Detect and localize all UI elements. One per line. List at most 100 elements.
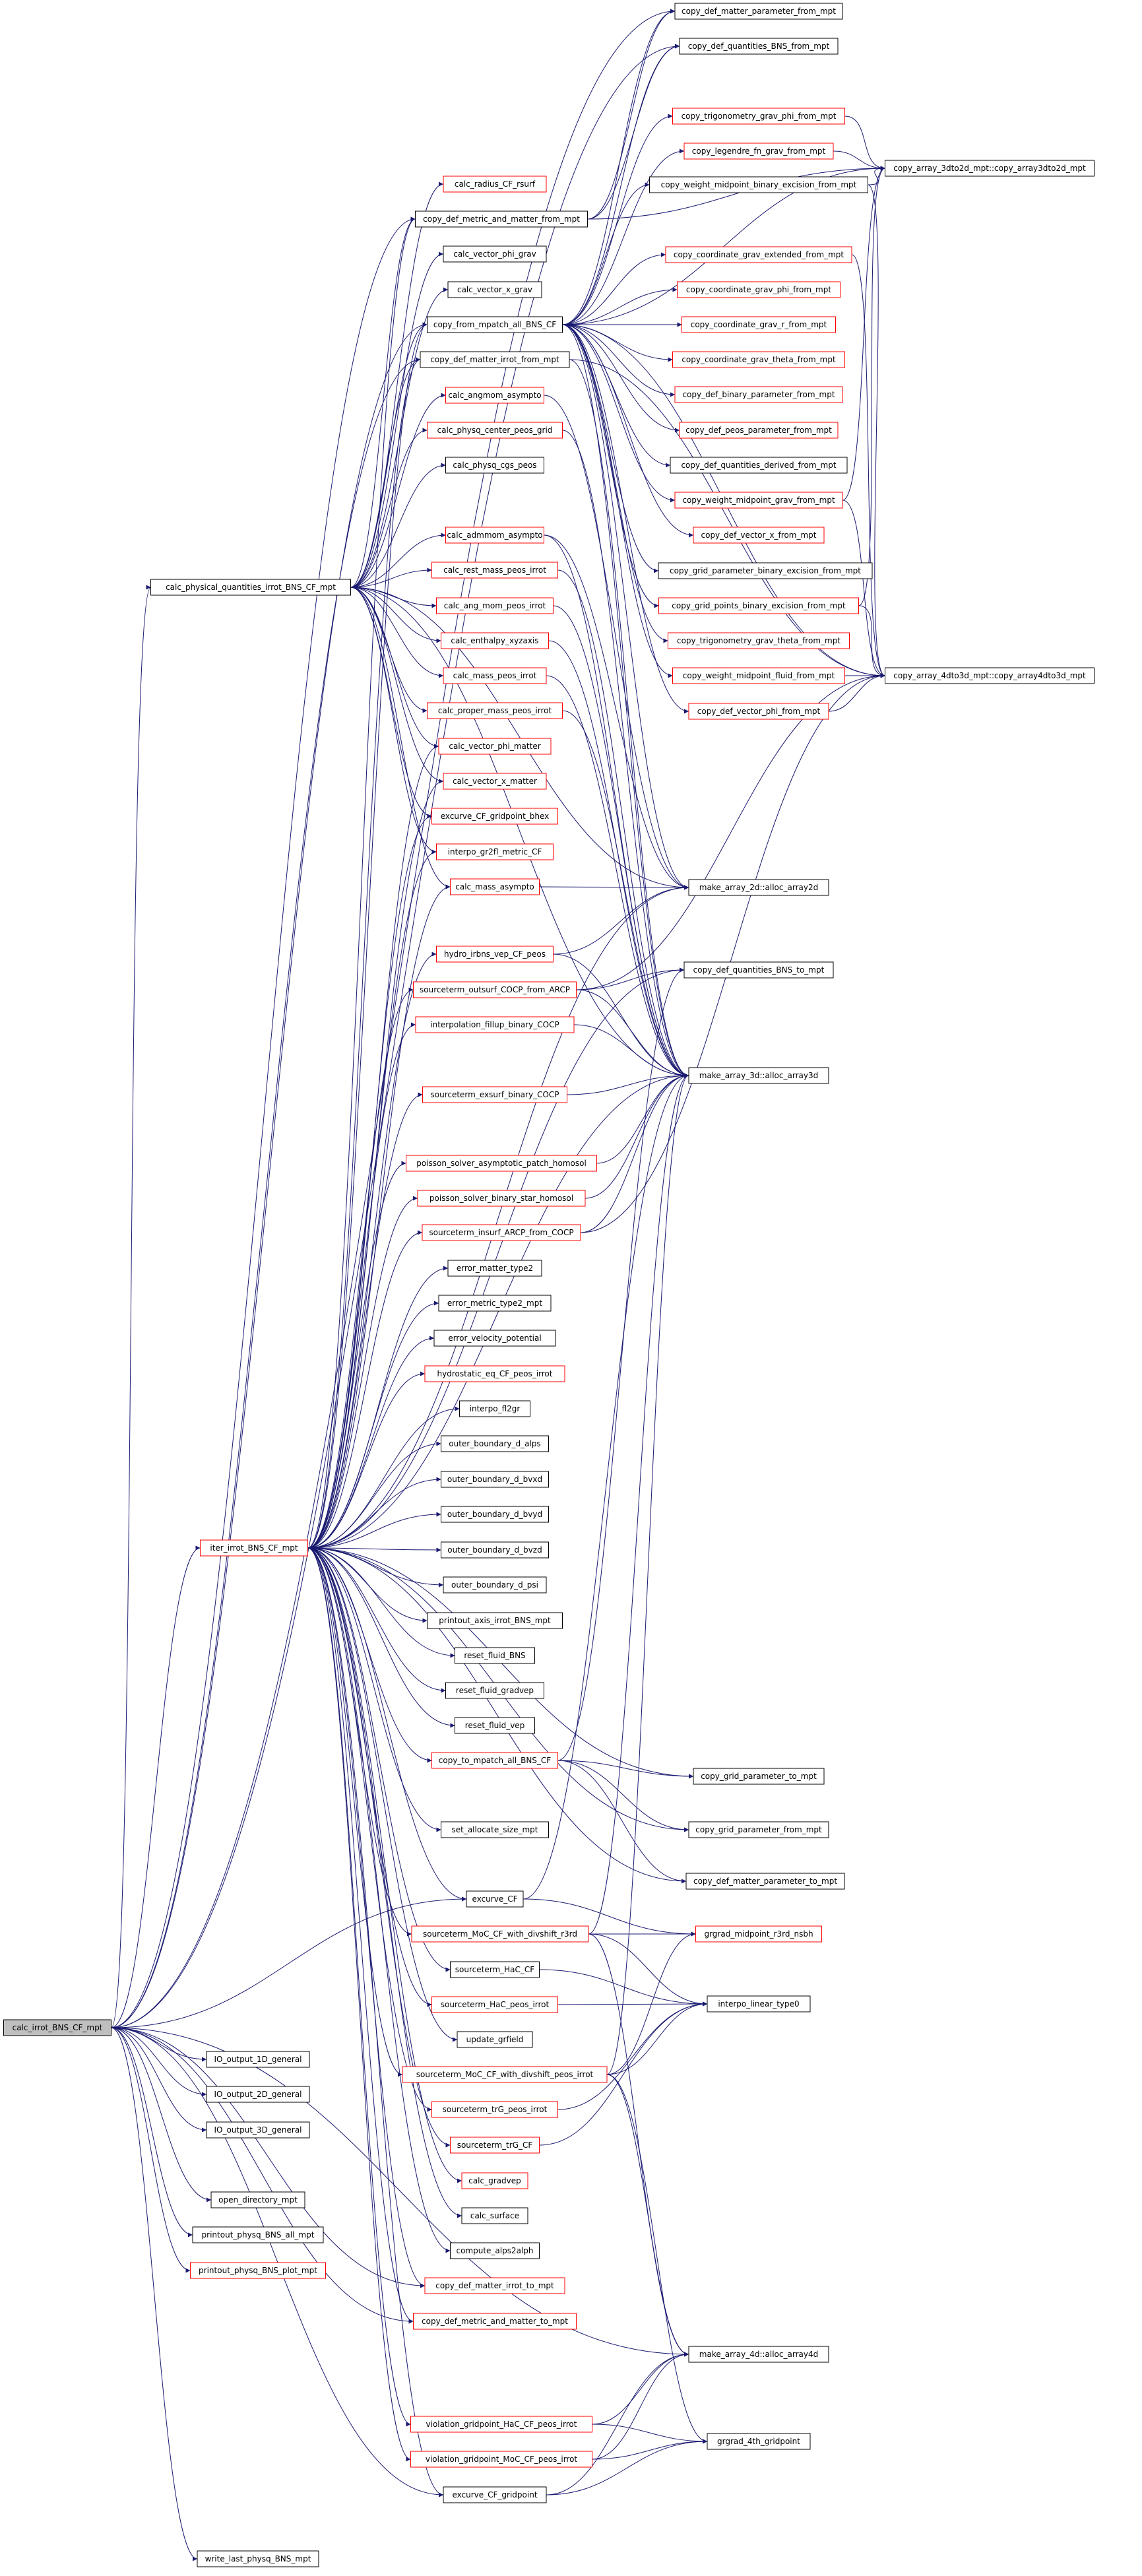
node-box-adm[interactable]: [445, 527, 544, 544]
node-io3d[interactable]: IO_output_3D_general: [206, 2121, 310, 2139]
node-exsurf[interactable]: sourceterm_exsurf_binary_COCP: [422, 1086, 567, 1103]
node-radius[interactable]: calc_radius_CF_rsurf: [443, 176, 547, 193]
node-angmomp[interactable]: calc_ang_mom_peos_irrot: [436, 597, 554, 614]
node-ma2d[interactable]: make_array_2d::alloc_array2d: [688, 879, 829, 896]
node-box-cdefmet[interactable]: [415, 210, 588, 228]
node-box-emet2[interactable]: [438, 1295, 552, 1312]
node-box-cgpto[interactable]: [693, 1768, 825, 1785]
node-trgpeos[interactable]: sourceterm_trG_peos_irrot: [431, 2101, 558, 2118]
node-mass[interactable]: calc_mass_peos_irrot: [443, 667, 547, 684]
node-box-cdmirrto[interactable]: [424, 2277, 565, 2294]
node-box-hydro[interactable]: [436, 946, 554, 963]
node-box-angmomp[interactable]: [436, 597, 554, 614]
node-hydro[interactable]: hydro_irbns_vep_CF_peos: [436, 946, 554, 963]
node-box-cfmp[interactable]: [427, 316, 563, 333]
node-box-insurf[interactable]: [422, 1224, 581, 1241]
node-exbhex[interactable]: excurve_CF_gridpoint_bhex: [431, 808, 558, 825]
node-box-ctrigth[interactable]: [668, 632, 850, 649]
node-box-cdpeos[interactable]: [679, 422, 839, 439]
node-outsurf[interactable]: sourceterm_outsurf_COCP_from_ARCP: [413, 981, 577, 998]
node-obbvzd[interactable]: outer_boundary_d_bvzd: [441, 1541, 549, 1559]
node-box-obbvzd[interactable]: [441, 1541, 549, 1559]
node-box-angmom[interactable]: [445, 387, 544, 404]
node-paxis[interactable]: printout_axis_irrot_BNS_mpt: [427, 1612, 563, 1629]
node-box-io1d[interactable]: [206, 2051, 310, 2068]
node-box-violmoc[interactable]: [410, 2451, 592, 2468]
node-pplot[interactable]: printout_physq_BNS_plot_mpt: [190, 2262, 326, 2279]
node-poisasym[interactable]: poisson_solver_asymptotic_patch_homosol: [406, 1155, 597, 1172]
node-obpsi[interactable]: outer_boundary_d_psi: [443, 1576, 547, 1594]
node-box-cdvphi[interactable]: [688, 703, 829, 720]
node-box-emt2[interactable]: [447, 1260, 542, 1277]
node-box-io3d[interactable]: [206, 2121, 310, 2139]
node-angmom[interactable]: calc_angmom_asympto: [445, 387, 544, 404]
node-box-poisasym[interactable]: [406, 1155, 597, 1172]
node-ma4d[interactable]: make_array_4d::alloc_array4d: [688, 2346, 829, 2363]
node-grg4th[interactable]: grgrad_4th_gridpoint: [707, 2433, 811, 2450]
node-grgmid[interactable]: grgrad_midpoint_r3rd_nsbh: [695, 1925, 822, 1943]
node-gr2fl[interactable]: interpo_gr2fl_metric_CF: [436, 843, 554, 860]
node-insurf[interactable]: sourceterm_insurf_ARCP_from_COCP: [422, 1224, 581, 1241]
node-trgcf[interactable]: sourceterm_trG_CF: [450, 2137, 540, 2154]
node-updgr[interactable]: update_grfield: [457, 2031, 533, 2048]
node-ctrigth[interactable]: copy_trigonometry_grav_theta_from_mpt: [668, 632, 850, 649]
node-vphig[interactable]: calc_vector_phi_grav: [443, 245, 547, 263]
node-cdmirrto[interactable]: copy_def_matter_irrot_to_mpt: [424, 2277, 565, 2294]
node-cdmpto[interactable]: copy_def_matter_parameter_to_mpt: [685, 1873, 845, 1890]
node-cdvx[interactable]: copy_def_vector_x_from_mpt: [693, 527, 825, 544]
node-evel[interactable]: error_velocity_potential: [433, 1330, 556, 1347]
node-cdmetto[interactable]: copy_def_metric_and_matter_to_mpt: [413, 2313, 577, 2330]
node-iter[interactable]: iter_irrot_BNS_CF_mpt: [200, 1539, 308, 1557]
node-cgpto[interactable]: copy_grid_parameter_to_mpt: [693, 1768, 825, 1785]
node-mocr3d[interactable]: sourceterm_MoC_CF_with_divshift_r3rd: [411, 1925, 589, 1943]
node-box-cwmbe[interactable]: [649, 176, 868, 193]
node-box-surface[interactable]: [461, 2207, 528, 2224]
node-box-vphig[interactable]: [443, 245, 547, 263]
node-box-cgpbe[interactable]: [658, 562, 873, 579]
node-box-excfgp[interactable]: [443, 2486, 547, 2503]
node-box-center[interactable]: [427, 422, 563, 439]
node-alps2alph[interactable]: compute_alps2alph: [450, 2242, 540, 2259]
node-box-fillup[interactable]: [415, 1016, 575, 1033]
node-cgs[interactable]: calc_physq_cgs_peos: [445, 457, 544, 474]
node-hydrostat[interactable]: hydrostatic_eq_CF_peos_irrot: [424, 1365, 565, 1382]
node-box-interplin[interactable]: [707, 1995, 811, 2012]
node-box-paxis[interactable]: [427, 1612, 563, 1629]
node-vxm[interactable]: calc_vector_x_matter: [443, 773, 547, 790]
node-box-setalloc[interactable]: [441, 1821, 549, 1838]
node-io2d[interactable]: IO_output_2D_general: [206, 2086, 310, 2103]
node-proper[interactable]: calc_proper_mass_peos_irrot: [427, 702, 563, 719]
node-box-pall[interactable]: [192, 2226, 324, 2243]
node-ccgth[interactable]: copy_coordinate_grav_theta_from_mpt: [672, 351, 845, 368]
node-box-pplot[interactable]: [190, 2262, 326, 2279]
node-poisbin[interactable]: poisson_solver_binary_star_homosol: [417, 1190, 586, 1207]
node-box-enth[interactable]: [441, 632, 549, 649]
node-emt2[interactable]: error_matter_type2: [447, 1260, 542, 1277]
node-vphim[interactable]: calc_vector_phi_matter: [438, 738, 552, 755]
node-box-cdqd[interactable]: [670, 457, 848, 474]
node-fillup[interactable]: interpolation_fillup_binary_COCP: [415, 1016, 575, 1033]
node-box-gradvep[interactable]: [461, 2172, 528, 2189]
node-box-obpsi[interactable]: [443, 1576, 547, 1594]
node-arr4d[interactable]: copy_array_4dto3d_mpt::copy_array4dto3d_…: [885, 667, 1094, 684]
node-box-trgcf[interactable]: [450, 2137, 540, 2154]
node-box-cdvx[interactable]: [693, 527, 825, 544]
node-box-obbvxd[interactable]: [441, 1471, 549, 1488]
node-box-root[interactable]: [3, 2019, 111, 2036]
node-box-opendir[interactable]: [210, 2191, 305, 2208]
node-box-outsurf[interactable]: [413, 981, 577, 998]
node-excf[interactable]: excurve_CF: [466, 1890, 524, 1908]
node-emet2[interactable]: error_metric_type2_mpt: [438, 1295, 552, 1312]
node-box-rfvep[interactable]: [455, 1717, 535, 1734]
node-box-cdmetto[interactable]: [413, 2313, 577, 2330]
node-ma3d[interactable]: make_array_3d::alloc_array3d: [688, 1067, 829, 1084]
node-cdqd[interactable]: copy_def_quantities_derived_from_mpt: [670, 457, 848, 474]
node-box-cgptbe[interactable]: [658, 597, 859, 614]
node-box-grg4th[interactable]: [707, 2433, 811, 2450]
node-box-vxg[interactable]: [447, 281, 542, 298]
node-surface[interactable]: calc_surface: [461, 2207, 528, 2224]
node-cgpfrom[interactable]: copy_grid_parameter_from_mpt: [688, 1821, 829, 1838]
node-box-alps2alph[interactable]: [450, 2242, 540, 2259]
node-cwmg[interactable]: copy_weight_midpoint_grav_from_mpt: [674, 492, 843, 509]
node-cgptbe[interactable]: copy_grid_points_binary_excision_from_mp…: [658, 597, 859, 614]
